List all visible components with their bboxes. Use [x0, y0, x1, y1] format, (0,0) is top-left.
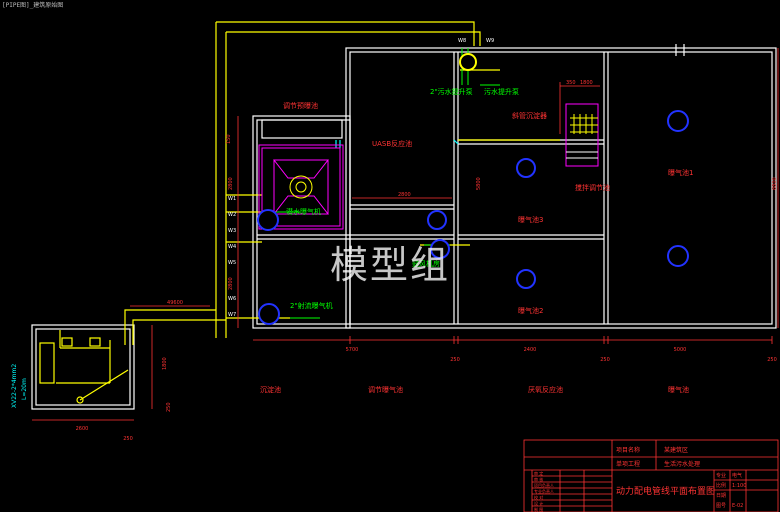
tb-val-3: E-02: [732, 503, 743, 509]
tb-row-4: 校 对: [534, 494, 543, 500]
fittings: [335, 44, 685, 148]
label-lift-pump: 2"污水提升泵: [430, 87, 473, 96]
bottom-label-4: 曝气池: [668, 385, 689, 394]
pump-circle-2[interactable]: [258, 303, 280, 325]
tb-sub-label: 单项工程: [616, 460, 640, 468]
dim-bottom4: 250: [600, 357, 610, 363]
dim-bottom5: 5000: [674, 347, 687, 353]
tb-key-1: 比例: [716, 482, 726, 489]
dim-top1: 1800: [580, 80, 593, 86]
dim-top2: 2800: [398, 192, 411, 198]
tb-row-6: 制 图: [534, 506, 543, 512]
watermark: 模型组: [330, 243, 451, 287]
label-aeration3: 曝气池3: [518, 215, 543, 224]
label-side-vert2: L=20m: [21, 378, 28, 400]
label-blower-room: 鼓风机房: [412, 259, 440, 268]
pump-circle-3[interactable]: [427, 210, 447, 230]
tb-row-5: 设 计: [534, 500, 543, 506]
tb-val-0: 电气: [732, 472, 742, 479]
label-side-vert1: XV22-2*4mm2: [11, 364, 18, 408]
label-aeration2: 曝气池2: [518, 306, 543, 315]
valve-tag-6: W6: [228, 296, 236, 302]
pump-circle-1[interactable]: [257, 209, 279, 231]
tb-row-3: 专业负责人: [534, 488, 554, 494]
dim-350: 350: [566, 80, 576, 86]
dimension-lines: [32, 48, 779, 421]
tb-row-1: 审 核: [534, 476, 543, 482]
tb-sub: 生活污水处理: [664, 460, 700, 468]
tb-drawing-title: 动力配电管线平面布置图: [616, 485, 715, 497]
valve-tag-1: W1: [228, 196, 236, 202]
tb-key-2: 日期: [716, 493, 726, 499]
dim-mid-right: 5800: [476, 177, 482, 190]
dim-left2: 2800: [228, 277, 234, 290]
title-block-frame: [523, 439, 779, 512]
valve-tag-7: W7: [228, 312, 236, 318]
dim-small-bot: 2600: [76, 426, 89, 432]
pump-circle-6[interactable]: [516, 269, 536, 289]
valve-tag-8: W8: [458, 38, 466, 44]
dim-bottom2: 250: [450, 357, 460, 363]
dim-150: 150: [226, 134, 232, 144]
valve-tag-4: W4: [228, 244, 236, 250]
tb-proj-name-label: 项目名称: [616, 446, 640, 454]
app-title-bar: [PIPE图]_建筑原始图: [2, 2, 64, 9]
uasb-tank: [258, 144, 344, 230]
dim-small-250: 250: [123, 436, 133, 442]
tb-proj-name: 某建筑区: [664, 446, 688, 454]
label-ahead-pool: 调节预曝池: [283, 101, 318, 110]
dim-sl-v2: 250: [166, 402, 172, 412]
dim-bottom6: 250: [767, 357, 777, 363]
label-submersible-blower: 潜水曝气机: [286, 207, 321, 216]
label-stir-tank: 搅拌调节池: [575, 183, 610, 192]
tb-row-0: 审 定: [534, 470, 543, 476]
dim-left1: 2800: [228, 177, 234, 190]
label-uasb: UASB反应池: [372, 139, 412, 148]
dim-sl-v1: 1800: [162, 357, 168, 370]
bottom-label-2: 调节曝气池: [368, 385, 403, 394]
label-sludge-pump: 2"射流曝气机: [290, 301, 333, 310]
tb-key-0: 专业: [716, 472, 726, 479]
bottom-label-3: 厌氧反应池: [528, 385, 563, 394]
dim-pipe-len: 49600: [167, 300, 183, 306]
dim-bottom3: 2400: [524, 347, 537, 353]
tb-key-3: 图号: [716, 503, 726, 509]
dim-bottom1: 5700: [346, 347, 359, 353]
valve-tag-3: W3: [228, 228, 236, 234]
blower-room: [31, 324, 135, 410]
tb-row-2: 项目负责人: [534, 482, 554, 488]
pump-circle-7[interactable]: [667, 110, 689, 132]
cable-route: [59, 21, 560, 348]
building-walls: [252, 47, 777, 329]
dim-right-tall: 8800: [772, 177, 778, 190]
pump-circle-8[interactable]: [667, 245, 689, 267]
label-aeration1: 曝气池1: [668, 168, 693, 177]
valve-tag-5: W5: [228, 260, 236, 266]
pump-circle-9[interactable]: [459, 53, 477, 71]
label-tube-settler: 斜管沉淀器: [512, 111, 547, 120]
pump-circle-5[interactable]: [516, 158, 536, 178]
valve-tag-2: W2: [228, 212, 236, 218]
equipment-circles: [257, 53, 689, 325]
valve-tag-9: W9: [486, 38, 494, 44]
pump-circle-4[interactable]: [430, 239, 450, 259]
bottom-label-1: 沉淀池: [260, 385, 281, 394]
tube-settler: [565, 103, 599, 167]
tb-val-1: 1:100: [732, 483, 746, 489]
label-sewage-pump: 污水提升泵: [484, 87, 519, 96]
